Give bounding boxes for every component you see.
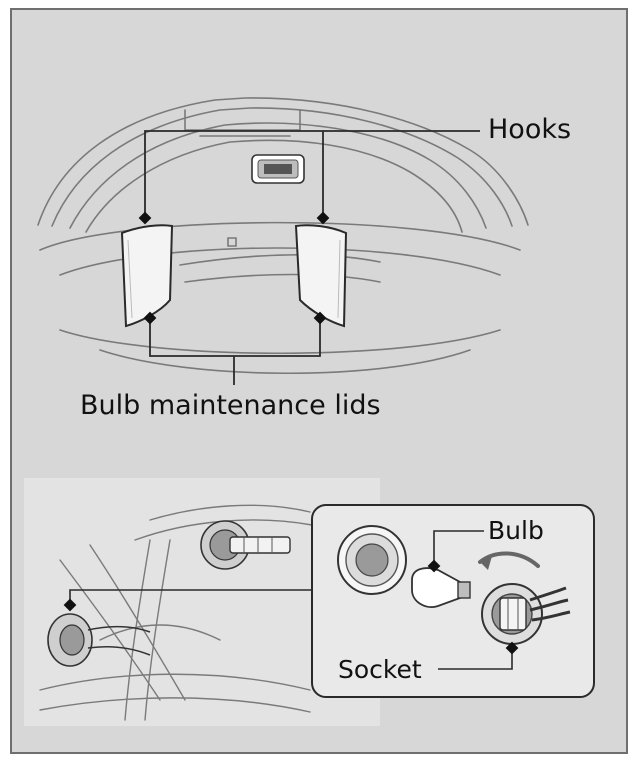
left-hook-marker <box>138 211 152 225</box>
right-maintenance-lid <box>294 224 348 328</box>
hooks-label: Hooks <box>488 114 572 145</box>
socket-callout <box>438 648 513 670</box>
rotation-arrow-icon <box>478 551 540 570</box>
upper-socket-assembly <box>200 520 291 570</box>
lens-housing <box>337 525 407 595</box>
bulb-label: Bulb <box>488 516 544 545</box>
lids-callout <box>149 318 321 385</box>
socket-illustration <box>481 583 571 645</box>
rear-light-sketch <box>39 504 313 721</box>
maintenance-lids-label: Bulb maintenance lids <box>80 390 381 421</box>
bulb-illustration <box>411 567 471 608</box>
left-lid-marker <box>143 311 157 325</box>
bulb-callout <box>433 530 484 566</box>
right-lid-marker <box>313 311 327 325</box>
license-light-housing <box>251 154 305 184</box>
right-hook-marker <box>316 211 330 225</box>
trunk-opening-sketch <box>37 97 529 375</box>
hooks-callout <box>144 130 480 218</box>
lower-socket <box>47 613 151 667</box>
left-maintenance-lid <box>120 224 174 328</box>
socket-label: Socket <box>338 655 422 684</box>
